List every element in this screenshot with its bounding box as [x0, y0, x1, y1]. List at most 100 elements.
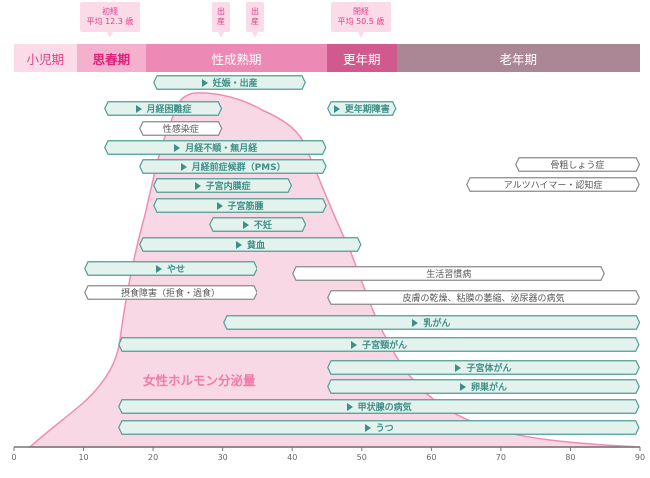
condition-bar-shape: [327, 379, 640, 394]
play-arrow-icon: [333, 104, 340, 113]
condition-bar-shape: [118, 337, 640, 352]
axis-tick-label: 70: [495, 453, 506, 462]
condition-bar-shape: [118, 420, 640, 435]
callout-childbirth: 出産: [246, 2, 264, 38]
axis-tick-label: 30: [217, 453, 228, 462]
condition-label-wrap: 子宮内膜症: [194, 179, 251, 192]
condition-label-wrap: 貧血: [235, 238, 265, 251]
play-arrow-icon: [201, 78, 208, 87]
axis-tick-label: 40: [287, 453, 298, 462]
condition-bar-shape: [118, 399, 640, 414]
life-stage: 思春期: [76, 44, 147, 72]
condition-label: 子宮筋腫: [227, 202, 264, 212]
axis-tick-label: 0: [11, 453, 17, 462]
condition-bar-shape: [327, 290, 640, 305]
condition-label-wrap: 摂食障害（拒食・過食）: [121, 286, 220, 299]
condition-label: 月経不順・無月経: [185, 144, 258, 154]
play-arrow-icon: [155, 264, 162, 273]
condition-bar: 性感染症: [139, 121, 223, 136]
life-stage: 性成熟期: [146, 44, 327, 72]
play-arrow-icon: [364, 423, 371, 432]
condition-label-wrap: 月経前症候群（PMS）: [180, 160, 286, 173]
play-arrow-icon: [180, 162, 187, 171]
condition-label-wrap: 性感染症: [163, 122, 199, 135]
condition-label: 骨粗しょう症: [550, 161, 605, 171]
hormone-secretion-label: 女性ホルモン分泌量: [143, 373, 256, 388]
condition-bar: 更年期障害: [327, 101, 397, 116]
condition-bar: 不妊: [208, 217, 307, 232]
condition-bar-shape: [153, 178, 293, 193]
condition-bar-shape: [153, 75, 307, 90]
play-arrow-icon: [459, 382, 466, 391]
condition-label: 不妊: [253, 221, 272, 231]
axis-tick-label: 60: [426, 453, 437, 462]
condition-label: 貧血: [246, 241, 265, 251]
condition-label-wrap: 子宮筋腫: [216, 199, 264, 212]
play-arrow-icon: [412, 318, 419, 327]
condition-bar: うつ: [118, 420, 640, 435]
condition-label-wrap: 子宮頸がん: [351, 338, 407, 351]
condition-label-wrap: 乳がん: [412, 316, 450, 329]
callout-text: 初経: [102, 7, 118, 16]
callout-text: 出: [251, 7, 259, 16]
condition-bar-shape: [139, 121, 223, 136]
condition-bar: 月経困難症: [104, 101, 223, 116]
condition-label-wrap: 不妊: [242, 218, 272, 231]
condition-bar-shape: [327, 101, 397, 116]
condition-label: 子宮体がん: [466, 364, 512, 374]
condition-bar-shape: [83, 285, 258, 300]
callout-text: 出: [217, 7, 225, 16]
condition-label-wrap: 生活習慣病: [426, 267, 471, 280]
condition-label: 皮膚の乾燥、粘膜の萎縮、泌尿器の病気: [402, 294, 565, 304]
condition-bar-shape: [208, 217, 307, 232]
play-arrow-icon: [351, 340, 358, 349]
play-arrow-icon: [455, 363, 462, 372]
callout-text: 平均 12.3 歳: [86, 17, 134, 26]
condition-bar: 骨粗しょう症: [514, 157, 640, 172]
condition-label-wrap: 月経困難症: [135, 102, 192, 115]
callout-text: 平均 50.5 歳: [337, 17, 385, 26]
callout-text: 産: [251, 17, 259, 26]
condition-label: 甲状腺の病気: [357, 403, 412, 413]
condition-label: 摂食障害（拒食・過食）: [120, 289, 220, 299]
condition-bar: 妊娠・出産: [153, 75, 307, 90]
condition-bar: 子宮体がん: [327, 360, 640, 375]
condition-bar: 乳がん: [222, 315, 640, 330]
condition-label-wrap: アルツハイマー・認知症: [504, 178, 603, 191]
life-stage: 更年期: [327, 44, 397, 72]
condition-bar: 子宮頸がん: [118, 337, 640, 352]
condition-bar: 子宮内膜症: [153, 178, 293, 193]
condition-label: 生活習慣病: [426, 270, 472, 280]
play-arrow-icon: [242, 220, 249, 229]
condition-bar: 貧血: [139, 237, 362, 252]
condition-bar: 子宮筋腫: [153, 198, 327, 213]
condition-label: 更年期障害: [344, 105, 390, 115]
life-stage: 老年期: [396, 44, 640, 72]
condition-bar: 皮膚の乾燥、粘膜の萎縮、泌尿器の病気: [327, 290, 640, 305]
condition-bar-shape: [466, 177, 640, 192]
condition-bar: 月経不順・無月経: [104, 140, 327, 155]
condition-bar-shape: [292, 266, 606, 281]
axis-tick-label: 80: [565, 453, 576, 462]
condition-label: 乳がん: [423, 319, 451, 329]
condition-label: 性感染症: [162, 125, 199, 135]
condition-label: アルツハイマー・認知症: [503, 181, 603, 191]
condition-label-wrap: 皮膚の乾燥、粘膜の萎縮、泌尿器の病気: [402, 291, 564, 304]
condition-bar-shape: [104, 140, 327, 155]
callout-text: 産: [217, 17, 225, 26]
condition-label: 妊娠・出産: [212, 79, 258, 89]
play-arrow-icon: [174, 143, 181, 152]
play-arrow-icon: [194, 181, 201, 190]
condition-bar: 摂食障害（拒食・過食）: [83, 285, 258, 300]
play-arrow-icon: [235, 240, 242, 249]
callout-text: 閉経: [353, 7, 369, 16]
life-stage: 小児期: [14, 44, 77, 72]
condition-bar-shape: [139, 237, 362, 252]
condition-label-wrap: 甲状腺の病気: [346, 400, 412, 413]
condition-label-wrap: 妊娠・出産: [201, 76, 258, 89]
condition-bar: 甲状腺の病気: [118, 399, 640, 414]
condition-bar-shape: [514, 157, 640, 172]
condition-bar-shape: [83, 261, 258, 276]
condition-label: 卵巣がん: [470, 383, 507, 393]
axis-tick-label: 90: [634, 453, 646, 462]
